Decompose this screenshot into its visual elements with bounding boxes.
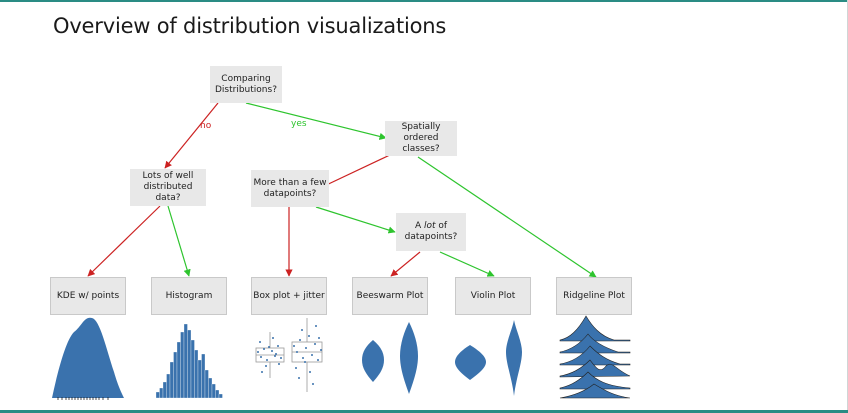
decision-text: datapoints? (404, 232, 458, 242)
arrow-comparing-yes (245, 102, 387, 140)
decision-text-emphasis: lot (423, 221, 436, 231)
arrow-spatial-yes (417, 156, 597, 278)
arrow-spatial-no (319, 153, 393, 189)
arrow-alot-yes (439, 251, 495, 277)
leaf-histogram: Histogram (151, 277, 227, 315)
ridgeline-thumbnail (559, 315, 631, 399)
arrow-comparing-no (164, 102, 219, 169)
bottom-accent-line (0, 410, 848, 413)
leaf-violin: Violin Plot (455, 277, 531, 315)
leaf-ridgeline: Ridgeline Plot (556, 277, 632, 315)
decision-text: Distributions? (215, 84, 277, 95)
page-title: Overview of distribution visualizations (53, 14, 447, 38)
leaf-kde: KDE w/ points (50, 277, 126, 315)
arrow-lots-yes (167, 205, 191, 277)
arrow-lots-no (87, 205, 161, 277)
boxplot-thumbnail (255, 318, 323, 392)
arrow-few-yes (315, 206, 396, 234)
leaf-boxplot: Box plot + jitter (251, 277, 327, 315)
top-accent-line (0, 0, 848, 2)
decision-comparing-distributions: Comparing Distributions? (210, 66, 282, 103)
decision-text: Comparing (221, 73, 271, 84)
decision-text-post: of (435, 221, 448, 231)
decision-text-pre: A (414, 221, 424, 231)
leaf-beeswarm: Beeswarm Plot (352, 277, 428, 315)
edge-label-yes: yes (291, 119, 307, 129)
decision-text: Lots of well (142, 171, 194, 181)
decision-text: datapoints? (263, 188, 317, 199)
kde-thumbnail (52, 317, 124, 400)
arrow-alot-no (390, 251, 421, 277)
decision-well-distributed: Lots of well distributed data? (130, 169, 206, 206)
decision-a-lot: A lot of datapoints? (396, 213, 466, 251)
violin-thumbnail (455, 320, 522, 396)
decision-text: classes? (402, 144, 440, 154)
decision-text: distributed data? (143, 182, 193, 203)
edge-label-no: no (200, 121, 212, 131)
decision-text: A lot of (415, 221, 447, 232)
decision-more-than-few: More than a few datapoints? (251, 170, 329, 207)
decision-spatially-ordered: Spatially ordered classes? (385, 121, 457, 156)
decision-text: More than a few (253, 177, 327, 188)
histogram-thumbnail (155, 323, 223, 399)
decision-text: Spatially ordered (401, 122, 441, 143)
beeswarm-thumbnail (362, 322, 418, 394)
